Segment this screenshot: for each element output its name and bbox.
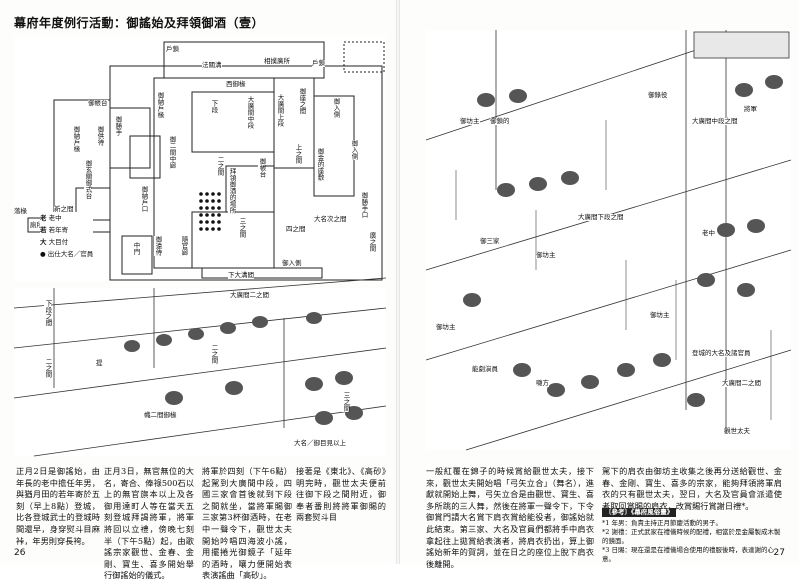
room-label: 御勝手 xyxy=(114,116,122,136)
room-label: 御帳台 xyxy=(258,158,266,178)
room-label: 相撲廣所 xyxy=(264,57,290,65)
scene-label: 觀世太夫 xyxy=(724,427,750,435)
room-label: 御入側 xyxy=(350,140,358,160)
page-number: 26 xyxy=(14,548,26,558)
room-label: 下段 xyxy=(210,100,218,113)
room-label: 三之間 xyxy=(238,218,246,238)
floor-plan-legend: 老 老中 若 若年寄 大 大目付 ● 出仕大名／官員 xyxy=(40,212,94,260)
scene-label: 能劇演員 xyxy=(472,365,498,373)
notes-box: 〔參考〕《幕府風俗畫》 *1 年男：負責主持正月節慶活動的男子。 *2 謝禮：正… xyxy=(602,508,784,564)
body-text-column: 一般紅覆在錦子的時候賞給觀世太夫，接下來，觀世太夫開始唱「弓矢立合」（舞名），進… xyxy=(426,466,594,569)
audience-hall-illustration: 御坊主 御鎖的 御錄役 御坊主 將軍 大廣間中段之間 大廣間下段之間 御三家 老… xyxy=(425,30,792,451)
room-label: 中門 xyxy=(132,242,140,255)
room-label: 西御椽 xyxy=(226,80,246,88)
floor-plan-illustration: 戶鎖 法關溝 戶鎖 相撲廣所 西御椽 御納戶椽 大廣間中段 大廣間上段 御座之間… xyxy=(14,36,386,282)
scene-label: 御坊主 xyxy=(436,323,456,331)
room-label: 御遠侍 xyxy=(154,236,162,256)
room-label: 隨官廊 xyxy=(180,236,188,256)
room-label: 御入側 xyxy=(332,98,340,118)
room-label: 廁所 xyxy=(30,221,43,229)
hall-drawing xyxy=(425,30,792,451)
body-text-column: 接著是《東北》、《高砂》明完時，觀世太夫便前往御下段之間附近，御奉者番則將將軍御… xyxy=(296,466,386,523)
scene-label: 御坊主 xyxy=(460,117,480,125)
room-label: 御納戶口 xyxy=(140,186,148,212)
legend-row: 若 若年寄 xyxy=(40,226,69,234)
right-page: 御坊主 御鎖的 御錄役 御坊主 將軍 大廣間中段之間 大廣間下段之間 御三家 老… xyxy=(400,0,799,569)
scene-label: 二之間 xyxy=(44,358,52,378)
scene-label: 幟二間御椽 xyxy=(144,411,177,419)
room-label: 二之間 xyxy=(216,156,224,176)
room-label: 大廣間中段 xyxy=(246,96,254,129)
room-label: 御納戶椽 xyxy=(156,92,164,118)
scene-label: 二之間 xyxy=(210,344,218,364)
room-label: 廣之間 xyxy=(368,232,376,252)
room-label: 新之間 xyxy=(54,205,74,213)
note-item: *1 年男：負責主持正月節慶活動的男子。 xyxy=(602,519,722,527)
room-label: 御帳台 xyxy=(88,99,108,107)
scene-label: 囃方 xyxy=(536,379,549,387)
room-label: 御金的座敷 xyxy=(316,148,324,181)
scene-label: 大廣間中段之間 xyxy=(692,117,738,125)
scene-label: 御三家 xyxy=(480,237,500,245)
room-label: 御二間中廊 xyxy=(168,136,176,169)
room-label: 四之間 xyxy=(286,225,306,233)
left-page: 幕府年度例行活動：御謠始及拜領御酒（壹） xyxy=(0,0,397,580)
room-label: 御座之間 xyxy=(298,88,306,114)
scene-label: 大廣間二之間 xyxy=(722,379,761,387)
room-label: 落椽 xyxy=(14,207,27,215)
room-label: 法關溝 xyxy=(202,61,222,69)
scene-label: 御坊主 xyxy=(536,251,556,259)
page-number: 27 xyxy=(773,548,785,558)
room-label: 大名次之間 xyxy=(314,215,347,223)
room-label: 戶鎖 xyxy=(166,45,179,53)
scene-label: 登城的大名及諸官員 xyxy=(692,349,751,357)
body-text-column: 駕下的肩衣由御坊主收集之後再分送給觀世、金春、金剛、寶生、喜多的宗家，能夠拜領將… xyxy=(602,466,782,511)
scene-label: 大廣間下段之間 xyxy=(578,213,624,221)
scene-label: 將軍 xyxy=(744,105,757,113)
room-label: 御納戶椽 xyxy=(72,126,80,152)
scene-label: 御錄役 xyxy=(648,91,668,99)
note-item: *2 謝禮：正式武家在禮儀時候的配禮，相當於是金屬製成木製的鏡面。 xyxy=(602,528,781,545)
scene-label: 大廣間二之間 xyxy=(230,291,269,299)
room-label: 下大溝間 xyxy=(228,271,254,279)
scene-label: 下段之間 xyxy=(44,300,52,326)
body-text-column: 將軍於四刻（下午6點）起駕到大廣間中段，四國三家會首後就到下段之間就坐，當將軍賜… xyxy=(202,466,292,581)
notes-header: 〔參考〕《幕府風俗畫》 xyxy=(602,508,677,517)
note-item: *3 日賜：現在還是在禮儀場合使用的禮服後時，表達謝的心意。 xyxy=(602,546,774,563)
scene-label: 提 xyxy=(96,359,103,367)
room-label: 拜領御酒的場所 xyxy=(228,168,236,214)
page-title: 幕府年度例行活動：御謠始及拜領御酒（壹） xyxy=(14,16,265,30)
ceremony-scene-illustration: 大廣間二之間 下段之間 二之間 提 三之間 二之間 大名／御目見以上 幟二間御椽 xyxy=(13,277,387,457)
room-label: 御勝手口 xyxy=(360,192,368,218)
room-label: 御入側 xyxy=(282,259,302,267)
scene-label: 老中 xyxy=(702,229,715,237)
seat-dots xyxy=(199,192,221,231)
body-text-column: 正月3日，無官無位的大名，寄合、俸祿500石以上的無官旗本以上及各御用達町人等在… xyxy=(104,466,194,581)
scene-label: 三之間 xyxy=(342,392,350,412)
room-label: 御供待 xyxy=(96,126,104,146)
book-gutter xyxy=(396,0,400,564)
scene-label: 大名／御目見以上 xyxy=(294,439,346,447)
body-text-column: 正月2日是御謠始，由年長的老中擔任年男，與猶月田的若年寄於五刻（早上8點）登城，… xyxy=(16,466,100,546)
room-label: 大廣間上段 xyxy=(276,94,284,127)
scene-drawing xyxy=(13,277,387,457)
room-label: 御玄關御式台 xyxy=(84,160,92,199)
scene-label: 御鎖的 xyxy=(490,117,510,125)
legend-row: 老 老中 xyxy=(40,214,62,222)
room-label: 戶鎖 xyxy=(312,59,325,67)
legend-row: ● 出仕大名／官員 xyxy=(40,250,94,258)
room-label: 上之間 xyxy=(294,144,302,164)
legend-row: 大 大目付 xyxy=(40,238,69,246)
scene-label: 御坊主 xyxy=(650,311,670,319)
